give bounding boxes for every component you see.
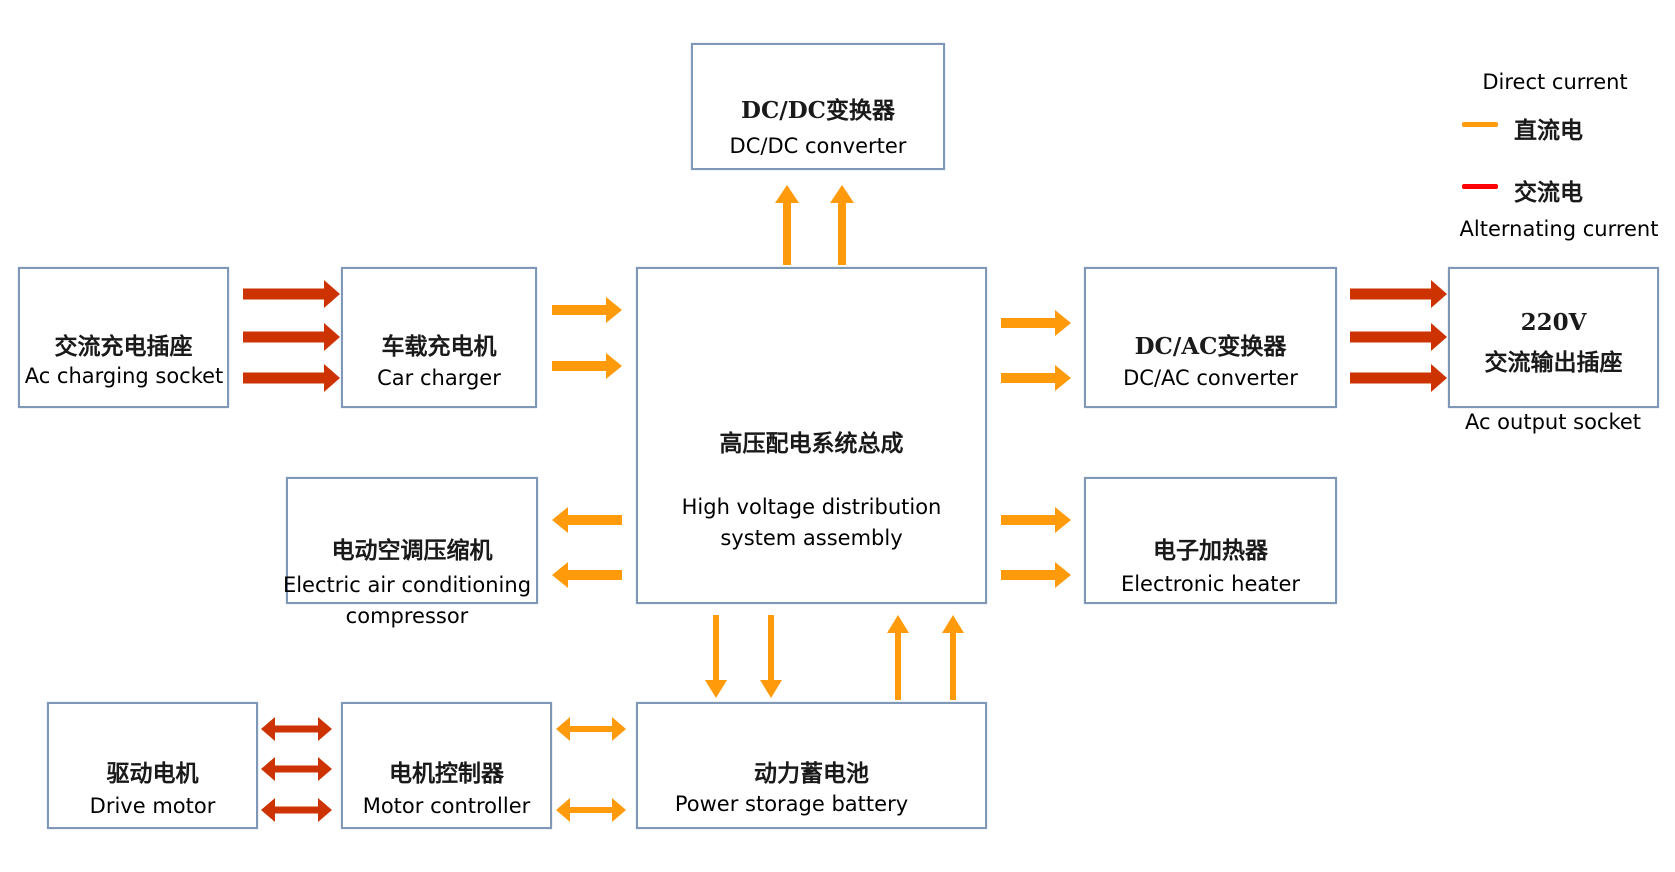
node-motor-ctrl-en-label: Motor controller: [362, 794, 531, 818]
arrow-battery-to-hv: [887, 615, 909, 700]
arrow-hv-to-heater: [1001, 507, 1071, 533]
node-power-battery: 动力蓄电池 Power storage battery: [636, 702, 987, 829]
node-hv-distribution: 高压配电系统总成 High voltage distribution syste…: [636, 267, 987, 604]
arrow-drive_motor-to-motor_ctrl: [261, 798, 332, 822]
arrow-ac_socket-to-car_charger: [243, 280, 340, 308]
arrow-ac_socket-to-car_charger: [243, 364, 340, 392]
node-dcac-en-label: DC/AC converter: [1123, 366, 1298, 390]
node-dcac-zh-label: DC/AC变换器: [1134, 333, 1287, 360]
legend-ac-zh-label: 交流电: [1514, 179, 1583, 206]
node-ac-socket-en-label: Ac charging socket: [24, 364, 224, 388]
node-hv-zh-label: 高压配电系统总成: [719, 430, 904, 457]
arrow-motor_ctrl-to-battery: [556, 717, 626, 741]
node-ac-compressor: 电动空调压缩机: [286, 477, 538, 604]
node-car-charger-zh-label: 车载充电机: [381, 333, 497, 360]
node-hv-en-line2: system assembly: [720, 526, 903, 550]
arrow-ac_socket-to-car_charger: [243, 323, 340, 351]
node-drive-motor-zh-label: 驱动电机: [106, 760, 199, 787]
arrow-hv-to-compressor: [552, 507, 622, 533]
node-compressor-en-line1: Electric air conditioning: [282, 573, 532, 597]
node-drive-motor-en-label: Drive motor: [89, 794, 216, 818]
node-heater-en-label: Electronic heater: [1120, 572, 1301, 596]
arrow-car_charger-to-hv: [552, 353, 622, 379]
node-motor-ctrl-zh-label: 电机控制器: [389, 760, 504, 787]
arrow-drive_motor-to-motor_ctrl: [261, 757, 332, 781]
node-ac-out-zh-line1: 220V: [1520, 309, 1587, 336]
node-hv-en-line1: High voltage distribution: [681, 495, 942, 519]
arrow-dcac-to-ac_out: [1350, 323, 1447, 351]
arrow-motor_ctrl-to-battery: [556, 798, 626, 822]
arrow-dcac-to-ac_out: [1350, 364, 1447, 392]
node-ac-output-socket: 220V 交流输出插座: [1448, 267, 1659, 408]
arrow-hv-to-heater: [1001, 562, 1071, 588]
node-compressor-en-line2: compressor: [345, 604, 469, 628]
node-car-charger: 车载充电机 Car charger: [341, 267, 537, 408]
arrow-battery-to-hv: [942, 615, 964, 700]
legend-dc-swatch: [1462, 122, 1498, 127]
legend-ac-swatch: [1462, 184, 1498, 189]
node-dcdc-zh-label: DC/DC变换器: [741, 97, 895, 124]
node-car-charger-en-label: Car charger: [377, 366, 501, 390]
node-dcdc-converter: DC/DC变换器 DC/DC converter: [691, 43, 945, 170]
arrow-drive_motor-to-motor_ctrl: [261, 717, 332, 741]
arrow-hv-to-dcac: [1001, 365, 1071, 391]
arrow-hv-to-battery: [760, 615, 782, 698]
node-electronic-heater: 电子加热器 Electronic heater: [1084, 477, 1337, 604]
legend-dc-en-label: Direct current: [1482, 70, 1628, 94]
node-battery-en-label: Power storage battery: [674, 792, 909, 816]
arrow-dcac-to-ac_out: [1350, 280, 1447, 308]
node-ac-socket-zh-label: 交流充电插座: [54, 333, 193, 360]
arrow-hv-to-dcdc: [775, 185, 799, 265]
arrow-hv-to-dcac: [1001, 310, 1071, 336]
arrow-hv-to-battery: [705, 615, 727, 698]
node-dcac-converter: DC/AC变换器 DC/AC converter: [1084, 267, 1337, 408]
arrow-hv-to-compressor: [552, 562, 622, 588]
node-motor-controller: 电机控制器 Motor controller: [341, 702, 552, 829]
node-drive-motor: 驱动电机 Drive motor: [47, 702, 258, 829]
node-battery-zh-label: 动力蓄电池: [754, 760, 869, 787]
node-heater-zh-label: 电子加热器: [1153, 537, 1268, 564]
legend-dc-zh-label: 直流电: [1514, 117, 1583, 144]
node-ac-out-en-label: Ac output socket: [1464, 410, 1642, 434]
node-ac-out-zh-line2: 交流输出插座: [1484, 349, 1623, 376]
arrow-car_charger-to-hv: [552, 297, 622, 323]
legend-ac-en-label: Alternating current: [1459, 217, 1659, 241]
node-compressor-zh-label: 电动空调压缩机: [331, 537, 493, 564]
node-dcdc-en-label: DC/DC converter: [729, 134, 907, 158]
node-ac-charging-socket: 交流充电插座: [18, 267, 229, 408]
arrow-hv-to-dcdc: [830, 185, 854, 265]
